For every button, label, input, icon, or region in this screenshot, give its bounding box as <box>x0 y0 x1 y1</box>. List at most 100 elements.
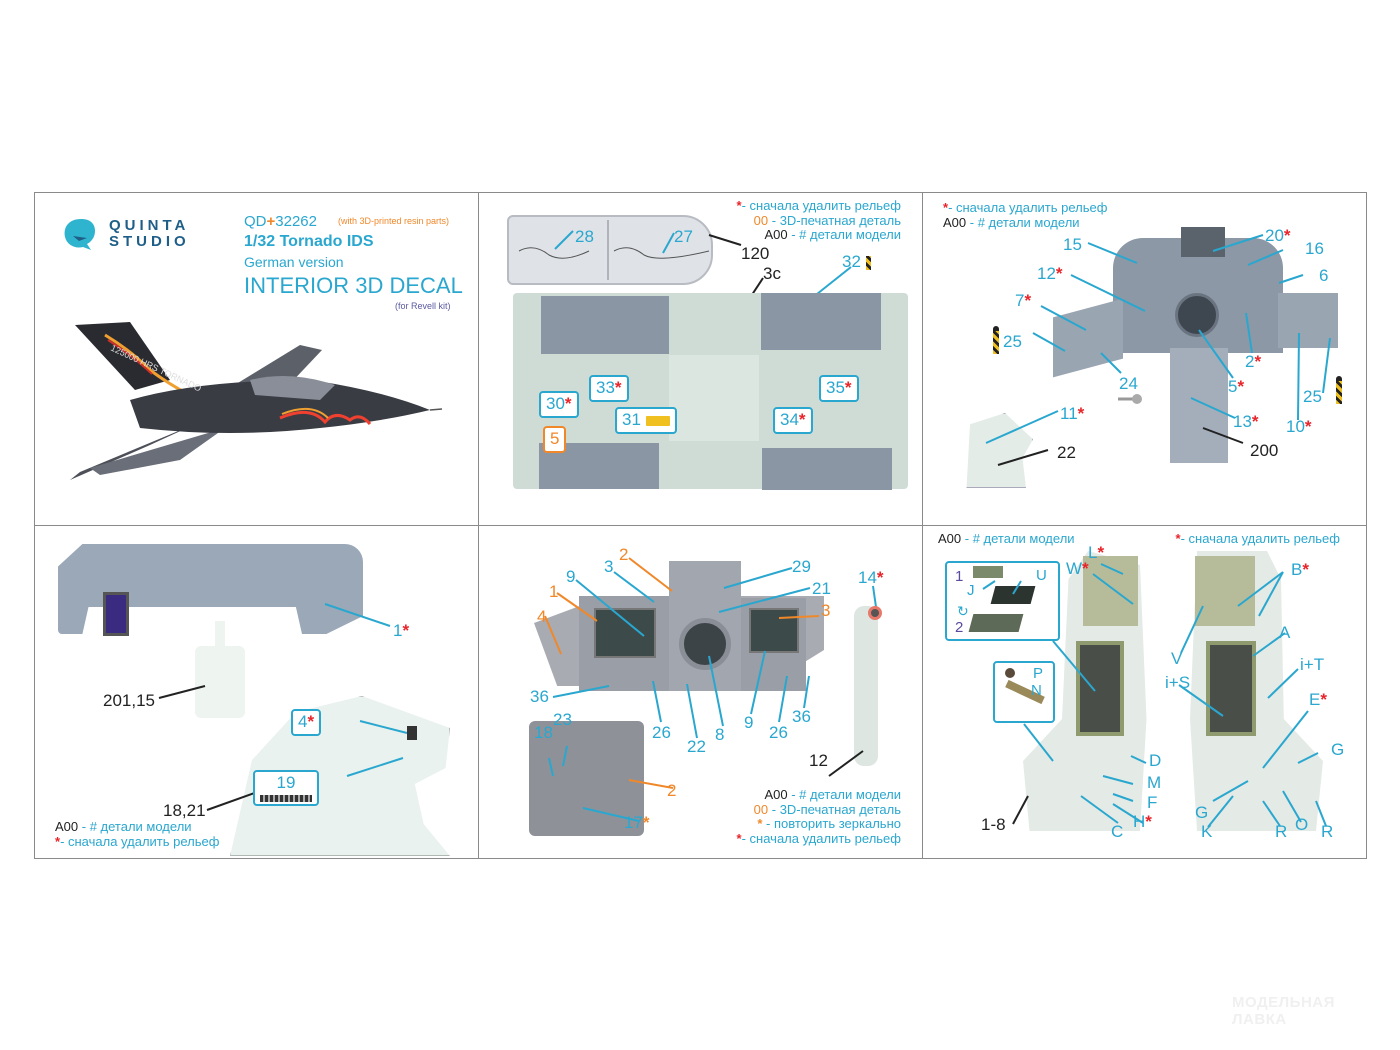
legend: *- сначала удалить рельеф 00 - 3D-печатн… <box>736 198 901 243</box>
legend-model: A00 - # детали модели <box>55 819 192 834</box>
callout-23: 23 <box>553 710 572 729</box>
product-name: INTERIOR 3D DECAL <box>244 273 463 298</box>
forward-console-panel <box>541 296 669 354</box>
legend-model: A00 - # детали модели <box>943 214 1080 230</box>
tub-floor <box>669 355 759 441</box>
callout-32: 32 <box>842 253 871 270</box>
callout-22: 22 <box>687 737 706 756</box>
callout-E: E* <box>1309 690 1327 709</box>
code-prefix: QD <box>244 213 267 230</box>
callout-1: 1 <box>549 582 559 601</box>
callout-36-left: 36 <box>530 687 549 706</box>
callout-120: 120 <box>741 244 770 263</box>
store-watermark: МОДЕЛЬНАЯ ЛАВКА <box>1232 994 1335 1028</box>
callout-M: M <box>1147 773 1162 792</box>
callout-L: L* <box>1088 543 1105 562</box>
legend-relief: *- сначала удалить рельеф <box>943 200 1108 215</box>
callout-22: 22 <box>1057 443 1076 462</box>
switch-strip-decal-icon <box>260 794 312 802</box>
callout-11: 11* <box>1060 404 1085 423</box>
legend-relief: *- сначала удалить рельеф <box>55 833 220 849</box>
callout-B: B* <box>1291 560 1309 579</box>
callout-24: 24 <box>1119 374 1138 393</box>
callout-3-left: 3 <box>604 557 614 576</box>
legend: A00 - # детали модели *- сначала удалить… <box>55 819 220 849</box>
callout-201-15: 201,15 <box>103 691 155 710</box>
callout-33: 33* <box>589 375 629 402</box>
canopy-sill-part <box>507 215 713 285</box>
strap-part-1 <box>973 566 1003 578</box>
callout-3c: 3c <box>763 264 781 283</box>
scale-title: 1/32 Tornado IDS <box>244 233 374 250</box>
sidewalls-panel: *- сначала удалить рельеф 00 - 3D-печатн… <box>479 193 921 524</box>
callout-18-21: 18,21 <box>163 801 206 820</box>
logo-q-icon <box>64 219 95 250</box>
legend-relief: *- сначала удалить рельеф <box>1175 531 1340 546</box>
callout-35: 35* <box>819 375 859 402</box>
legend: A00 - # детали модели 00 - 3D-печатная д… <box>736 787 901 846</box>
callout-H: H* <box>1133 812 1152 831</box>
center-radar-scope <box>679 618 731 670</box>
ejection-seats-panel: A00 - # детали модели *- сначала удалить… <box>923 526 1365 858</box>
callout-20: 20* <box>1265 226 1291 245</box>
callout-2: 2* <box>1245 352 1262 371</box>
callout-15: 15 <box>1063 235 1082 254</box>
resin-nozzle <box>215 621 225 649</box>
left-seat-headbox <box>1083 556 1138 626</box>
callout-G-right: G <box>1331 740 1345 759</box>
callout-N: N <box>1031 682 1042 699</box>
callout-5: 5* <box>1228 377 1245 396</box>
callout-P: P <box>1033 665 1044 682</box>
front-dashboard-panel: *- сначала удалить рельеф A00 - # детали… <box>923 193 1365 524</box>
top-display <box>1181 227 1225 257</box>
legend-model: A00 - # детали модели <box>764 787 901 802</box>
brand-name-line1: QUINTA <box>109 217 190 234</box>
resin-note: (with 3D-printed resin parts) <box>338 216 450 226</box>
legend-printed: 00 - 3D-печатная деталь <box>753 212 901 228</box>
red-star-icon: * <box>55 833 61 849</box>
callout-8: 8 <box>715 725 725 744</box>
callout-2-top: 2 <box>619 545 629 564</box>
callout-4: 4* <box>291 709 322 736</box>
callout-17: 17* <box>624 813 650 832</box>
callout-5: 5 <box>543 426 567 453</box>
callout-12: 12 <box>809 751 828 770</box>
callout-D: D <box>1149 751 1162 770</box>
callout-U: U <box>1036 567 1047 584</box>
callout-34: 34* <box>773 407 813 434</box>
callout-7: 7* <box>1015 291 1032 310</box>
callout-O: O <box>1295 815 1309 834</box>
callout-27: 27 <box>674 227 693 246</box>
legend-relief: *- сначала удалить рельеф <box>736 198 901 213</box>
callout-F: F <box>1147 793 1158 812</box>
brand-name-line2: STUDIO <box>109 233 190 250</box>
callout-R-left: R <box>1275 822 1288 841</box>
mfd-display <box>103 592 129 636</box>
callout-9-left: 9 <box>566 567 576 586</box>
callout-i-S: i+S <box>1165 673 1191 692</box>
left-side-panel <box>1053 298 1123 378</box>
legend-printed: 00 - 3D-печатная деталь <box>753 801 901 817</box>
hazard-post-right <box>1336 376 1342 404</box>
resin-consoles-panel: 2 3 29 21 14* 1 9 3 4 36 26 22 8 9 26 36… <box>479 526 921 858</box>
hazard-stripe-icon <box>865 255 871 270</box>
callout-19: 19 <box>253 770 319 806</box>
code-plus: + <box>266 213 276 230</box>
kit-note: (for Revell kit) <box>395 301 451 311</box>
buckle-detail-inset <box>993 661 1055 723</box>
callout-30: 30* <box>539 391 579 418</box>
version-label: German version <box>244 254 344 270</box>
red-star-icon: * <box>736 830 742 846</box>
callout-31: 31 <box>615 407 677 434</box>
callout-25-left: 25 <box>1003 332 1022 351</box>
hazard-post-left <box>993 326 999 354</box>
callout-10: 10* <box>1286 417 1312 436</box>
side-console-22 <box>966 413 1033 488</box>
legend-mirror: * - повторить зеркально <box>757 816 901 832</box>
right-side-panel <box>1278 293 1338 348</box>
buckle-p <box>1005 668 1015 678</box>
callout-26-right: 26 <box>769 723 788 742</box>
rotate-arrow-icon: ↻ <box>957 603 969 619</box>
orange-star-icon: * <box>757 816 763 832</box>
callout-25-right: 25 <box>1303 387 1322 406</box>
